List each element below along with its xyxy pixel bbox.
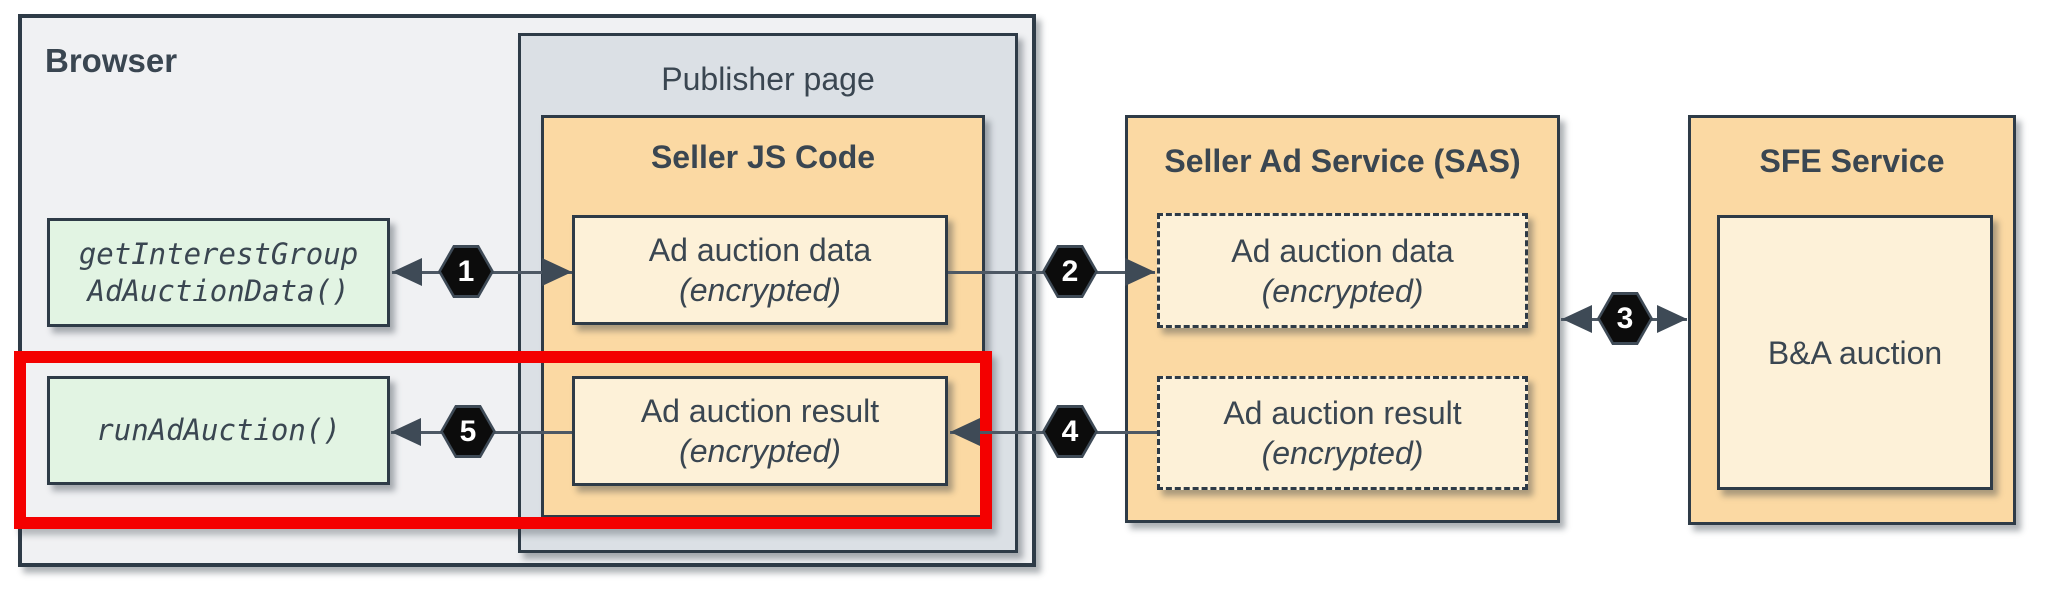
sas-ad-auction-result-box: Ad auction result (encrypted) <box>1157 376 1528 490</box>
seller-js-code-title: Seller JS Code <box>650 139 876 175</box>
step5-hexagon-core: 5 <box>443 408 493 455</box>
js-ad-auction-result-box: Ad auction result (encrypted) <box>572 376 948 486</box>
arrowhead-step2-right-icon <box>1125 258 1155 286</box>
sas-ad-auction-result-line2: (encrypted) <box>1261 435 1424 471</box>
seller-ad-service-title: Seller Ad Service (SAS) <box>1164 143 1521 179</box>
step3-number: 3 <box>1616 301 1634 335</box>
step4-hexagon-core: 4 <box>1045 408 1095 455</box>
sas-ad-auction-data-box: Ad auction data (encrypted) <box>1157 213 1528 328</box>
sas-ad-auction-data-line2: (encrypted) <box>1261 272 1424 309</box>
step5-number: 5 <box>459 414 477 448</box>
step4-hexagon-icon: 4 <box>1042 405 1098 458</box>
run-ad-auction-box: runAdAuction() <box>47 376 390 485</box>
step4-number: 4 <box>1061 414 1079 448</box>
step3-hexagon-icon: 3 <box>1597 292 1653 345</box>
step3-hexagon-core: 3 <box>1600 295 1650 342</box>
arrowhead-step3-left-icon <box>1562 305 1592 333</box>
step2-hexagon-core: 2 <box>1045 248 1095 295</box>
js-ad-auction-result-line1: Ad auction result <box>640 393 880 429</box>
js-ad-auction-result-line2: (encrypted) <box>679 433 841 469</box>
step2-hexagon-icon: 2 <box>1042 245 1098 298</box>
ba-auction-box: B&A auction <box>1717 215 1993 490</box>
js-ad-auction-data-box: Ad auction data (encrypted) <box>572 215 948 325</box>
arrowhead-step4-left-icon <box>950 418 980 446</box>
step5-highlight-frame <box>14 351 992 529</box>
get-interest-group-line1: getInterestGroup <box>78 236 359 271</box>
get-interest-group-box: getInterestGroup AdAuctionData() <box>47 218 390 327</box>
arrowhead-step1-right-icon <box>542 258 572 286</box>
js-ad-auction-data-line2: (encrypted) <box>679 272 841 308</box>
publisher-page-title: Publisher page <box>661 61 875 97</box>
run-ad-auction-label: runAdAuction() <box>96 413 341 447</box>
sas-ad-auction-data-line1: Ad auction data <box>1231 232 1454 269</box>
step2-number: 2 <box>1061 254 1079 288</box>
arrowhead-step1-left-icon <box>392 258 422 286</box>
step1-number: 1 <box>457 254 475 288</box>
sfe-service-title: SFE Service <box>1759 143 1945 179</box>
browser-title: Browser <box>45 42 178 79</box>
get-interest-group-line2: AdAuctionData() <box>87 273 350 308</box>
js-ad-auction-data-line1: Ad auction data <box>648 232 872 268</box>
ba-auction-label: B&A auction <box>1767 334 1943 371</box>
step1-hexagon-core: 1 <box>441 248 491 295</box>
arrowhead-step3-right-icon <box>1657 305 1687 333</box>
arrowhead-step5-left-icon <box>391 418 421 446</box>
sas-ad-auction-result-line1: Ad auction result <box>1223 395 1462 431</box>
